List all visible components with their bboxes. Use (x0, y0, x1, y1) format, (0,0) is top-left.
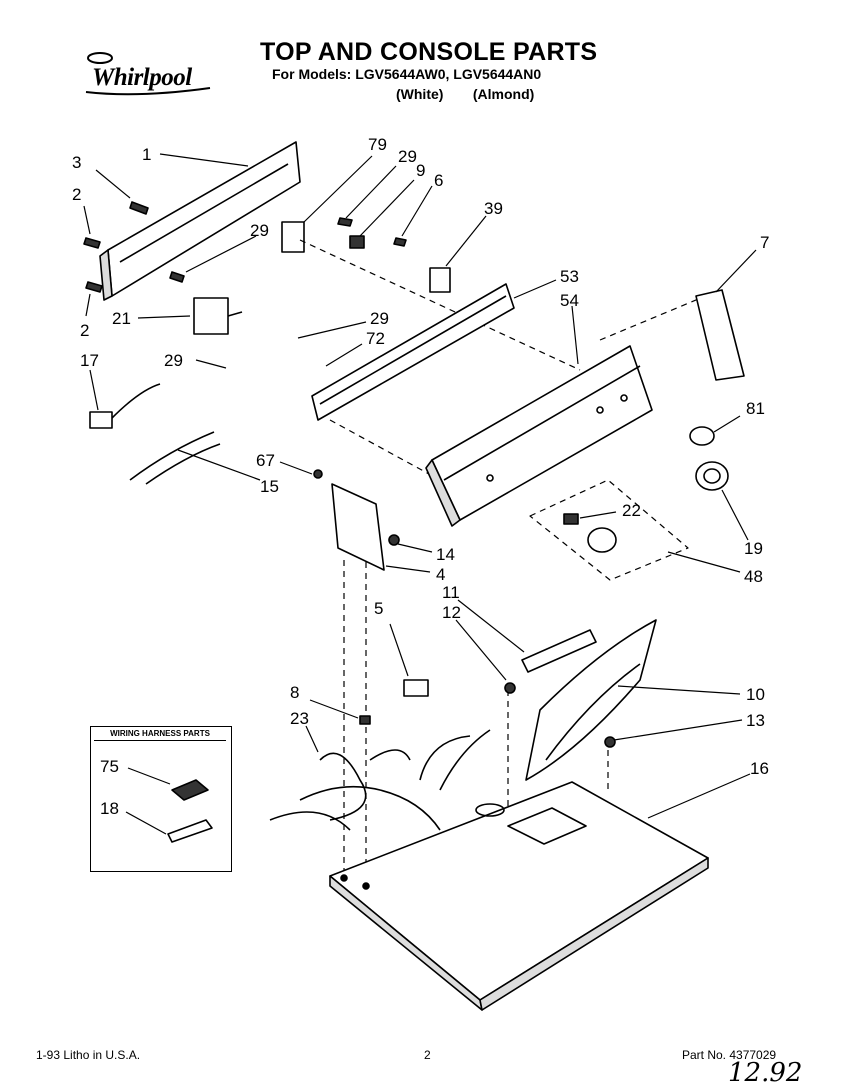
callout-29-d: 29 (164, 351, 183, 370)
model-numbers: For Models: LGV5644AW0, LGV5644AN0 (272, 66, 542, 82)
callout-75: 75 (100, 757, 119, 776)
callout-21: 21 (112, 309, 131, 328)
callout-48: 48 (744, 567, 763, 586)
print-info: 1-93 Litho in U.S.A. (36, 1048, 141, 1062)
callout-72: 72 (366, 329, 385, 348)
callout-6: 6 (434, 171, 443, 190)
callout-16: 16 (750, 759, 769, 778)
callout-7: 7 (760, 233, 769, 252)
callout-4: 4 (436, 565, 445, 584)
logo-wordmark: Whirlpool (92, 64, 192, 91)
callout-67: 67 (256, 451, 275, 470)
callout-1: 1 (142, 145, 151, 164)
callout-39: 39 (484, 199, 503, 218)
callout-29-c: 29 (370, 309, 389, 328)
wiring-harness-inset (90, 726, 232, 872)
callout-29-b: 29 (398, 147, 417, 166)
callout-11: 11 (442, 583, 460, 602)
callout-29-a: 29 (250, 221, 269, 240)
wiring-harness-title: WIRING HARNESS PARTS (94, 729, 226, 741)
callout-13: 13 (746, 711, 765, 730)
handwritten-date: 12.92 (728, 1058, 803, 1088)
callout-53: 53 (560, 267, 579, 286)
callout-5: 5 (374, 599, 383, 618)
callout-14: 14 (436, 545, 455, 564)
callout-17: 17 (80, 351, 99, 370)
callout-8: 8 (290, 683, 299, 702)
callout-10: 10 (746, 685, 765, 704)
screw-icon (83, 201, 185, 293)
callout-15: 15 (260, 477, 279, 496)
part-number: Part No. 4377029 (682, 1048, 777, 1062)
callout-81: 81 (746, 399, 765, 418)
callout-23: 23 (290, 709, 309, 728)
callout-2-top: 2 (72, 185, 81, 204)
callout-19: 19 (744, 539, 763, 558)
color-variants: (White) (Almond) (396, 86, 535, 102)
page-number: 2 (424, 1048, 431, 1062)
callout-18: 18 (100, 799, 119, 818)
callout-9: 9 (416, 161, 425, 180)
callout-3: 3 (72, 153, 81, 172)
callout-22: 22 (622, 501, 641, 520)
callout-12: 12 (442, 603, 461, 622)
whirlpool-logo (78, 48, 218, 98)
callout-2-bottom: 2 (80, 321, 89, 340)
page-title: TOP AND CONSOLE PARTS (260, 38, 598, 66)
callout-79: 79 (368, 135, 387, 154)
callout-54: 54 (560, 291, 579, 310)
